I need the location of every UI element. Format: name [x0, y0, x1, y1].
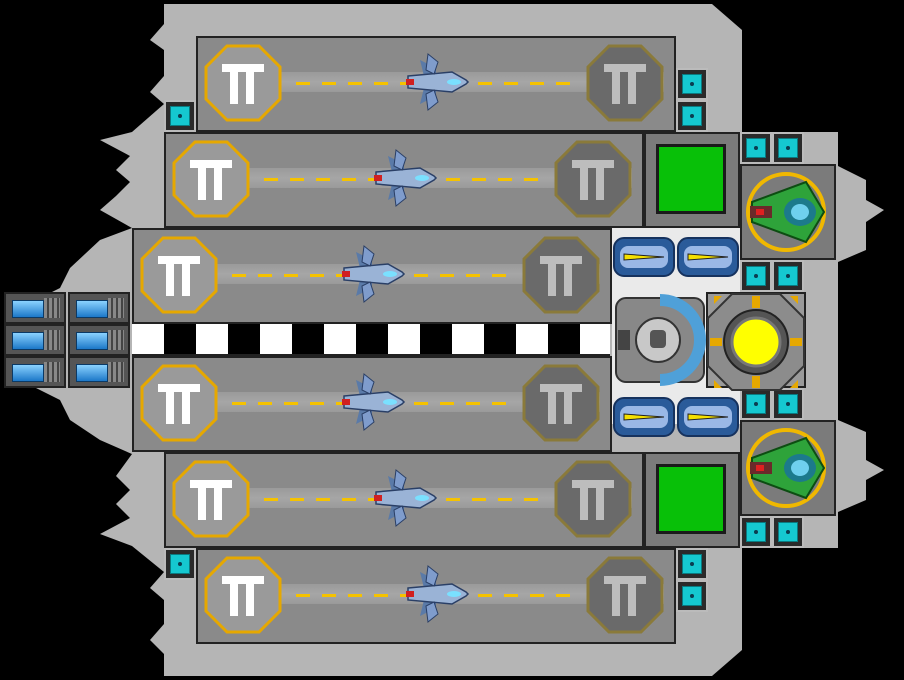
landing-pad-icon	[204, 44, 282, 122]
battery-icon	[68, 292, 130, 324]
turret-mount-bottom	[740, 420, 836, 516]
fighter-ship-icon[interactable]	[370, 466, 440, 530]
landing-pad-icon	[554, 460, 632, 538]
power-cell-icon	[676, 68, 708, 100]
fighter-ship-icon[interactable]	[338, 242, 408, 306]
turret-mount-top	[740, 164, 836, 260]
power-cell-icon	[676, 100, 708, 132]
landing-pad-icon	[204, 556, 282, 634]
power-cell-icon	[772, 388, 804, 420]
runway	[132, 322, 610, 356]
fighter-ship-icon[interactable]	[338, 370, 408, 434]
landing-pad-icon	[554, 140, 632, 218]
green-monitor-icon	[656, 144, 726, 214]
battery-icon	[68, 356, 130, 388]
power-cell-icon	[676, 580, 708, 612]
battery-icon	[4, 356, 66, 388]
landing-pad-icon	[522, 236, 600, 314]
power-cell-icon	[772, 516, 804, 548]
landing-pad-icon	[586, 556, 664, 634]
power-cell-icon	[740, 516, 772, 548]
monitor-panel-top	[644, 132, 740, 228]
power-cell-icon	[740, 260, 772, 292]
power-cell-icon	[164, 548, 196, 580]
power-cell-icon	[164, 100, 196, 132]
power-cell-icon	[772, 132, 804, 164]
battery-icon	[4, 324, 66, 356]
battery-icon	[4, 292, 66, 324]
power-cell-icon	[676, 548, 708, 580]
power-cell-icon	[740, 132, 772, 164]
fighter-ship-icon[interactable]	[370, 146, 440, 210]
power-cell-icon	[740, 388, 772, 420]
landing-pad-icon	[172, 460, 250, 538]
landing-pad-icon	[522, 364, 600, 442]
monitor-panel-bottom	[644, 452, 740, 548]
power-cell-icon	[772, 260, 804, 292]
fighter-ship-icon[interactable]	[402, 562, 472, 626]
landing-pad-icon	[586, 44, 664, 122]
battery-icon	[68, 324, 130, 356]
landing-pad-icon	[140, 236, 218, 314]
fighter-ship-icon[interactable]	[402, 50, 472, 114]
landing-pad-icon	[140, 364, 218, 442]
landing-pad-icon	[172, 140, 250, 218]
green-monitor-icon	[656, 464, 726, 534]
reactor-room	[706, 292, 806, 388]
